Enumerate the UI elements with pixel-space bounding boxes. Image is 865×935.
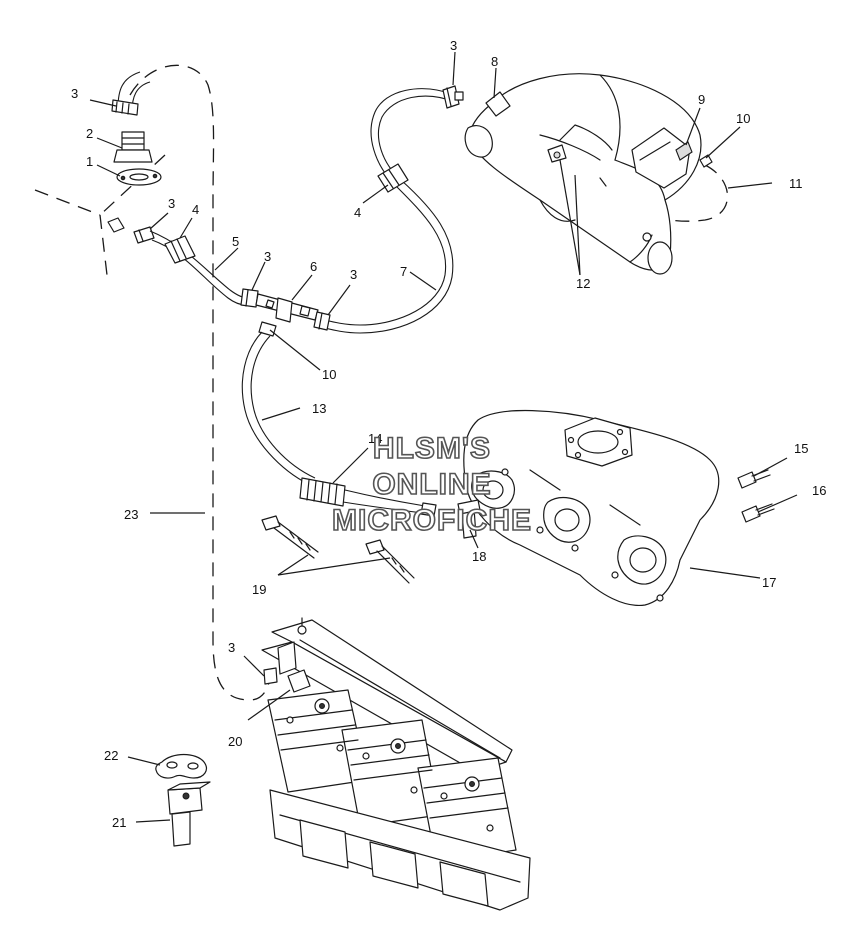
hose-5 xyxy=(107,217,259,308)
callout-21: 21 xyxy=(112,815,126,830)
watermark-line-2: ONLINE xyxy=(372,468,491,501)
callout-5: 5 xyxy=(232,234,239,249)
hose-7 xyxy=(324,85,464,334)
callout-13: 13 xyxy=(312,401,326,416)
callout-12: 12 xyxy=(576,276,590,291)
callout-7: 7 xyxy=(400,264,407,279)
callout-1: 1 xyxy=(86,154,93,169)
callout-20: 20 xyxy=(228,734,242,749)
callout-15: 15 xyxy=(794,441,808,456)
watermark-line-1: HLSM'S xyxy=(373,432,491,465)
tee-fitting-6 xyxy=(255,293,331,337)
exhaust-manifold xyxy=(463,409,720,607)
callout-numbers: 3 2 1 3 4 5 3 6 3 7 4 3 8 9 10 11 12 10 … xyxy=(71,38,826,830)
callout-10: 10 xyxy=(322,367,336,382)
callout-2: 2 xyxy=(86,126,93,141)
callout-4: 4 xyxy=(192,202,199,217)
callout-4: 4 xyxy=(354,205,361,220)
callout-22: 22 xyxy=(104,748,118,763)
callout-11: 11 xyxy=(789,176,803,191)
callout-3: 3 xyxy=(450,38,457,53)
callout-6: 6 xyxy=(310,259,317,274)
fill-fitting-group xyxy=(111,71,162,186)
callout-3: 3 xyxy=(228,640,235,655)
watermark: HLSM'S ONLINE MICROFICHE xyxy=(331,431,532,538)
callout-3: 3 xyxy=(350,267,357,282)
callout-9: 9 xyxy=(698,92,705,107)
cylinder-block xyxy=(261,617,531,911)
callout-19: 19 xyxy=(252,582,266,597)
callout-10: 10 xyxy=(736,111,750,126)
leader-lines xyxy=(89,51,798,823)
callout-17: 17 xyxy=(762,575,776,590)
callout-3: 3 xyxy=(168,196,175,211)
hose-13 xyxy=(241,331,437,517)
callout-14: 14 xyxy=(368,431,382,446)
exhaust-pipe xyxy=(464,73,713,275)
callout-3: 3 xyxy=(71,86,78,101)
callout-16: 16 xyxy=(812,483,826,498)
bolts-19 xyxy=(261,515,415,584)
callout-23: 23 xyxy=(124,507,138,522)
fitting-21-gasket-22 xyxy=(155,753,211,847)
callout-8: 8 xyxy=(491,54,498,69)
bolts-15-16-18 xyxy=(457,469,775,539)
watermark-line-3: MICROFICHE xyxy=(332,504,532,537)
callout-18: 18 xyxy=(472,549,486,564)
callout-3: 3 xyxy=(264,249,271,264)
